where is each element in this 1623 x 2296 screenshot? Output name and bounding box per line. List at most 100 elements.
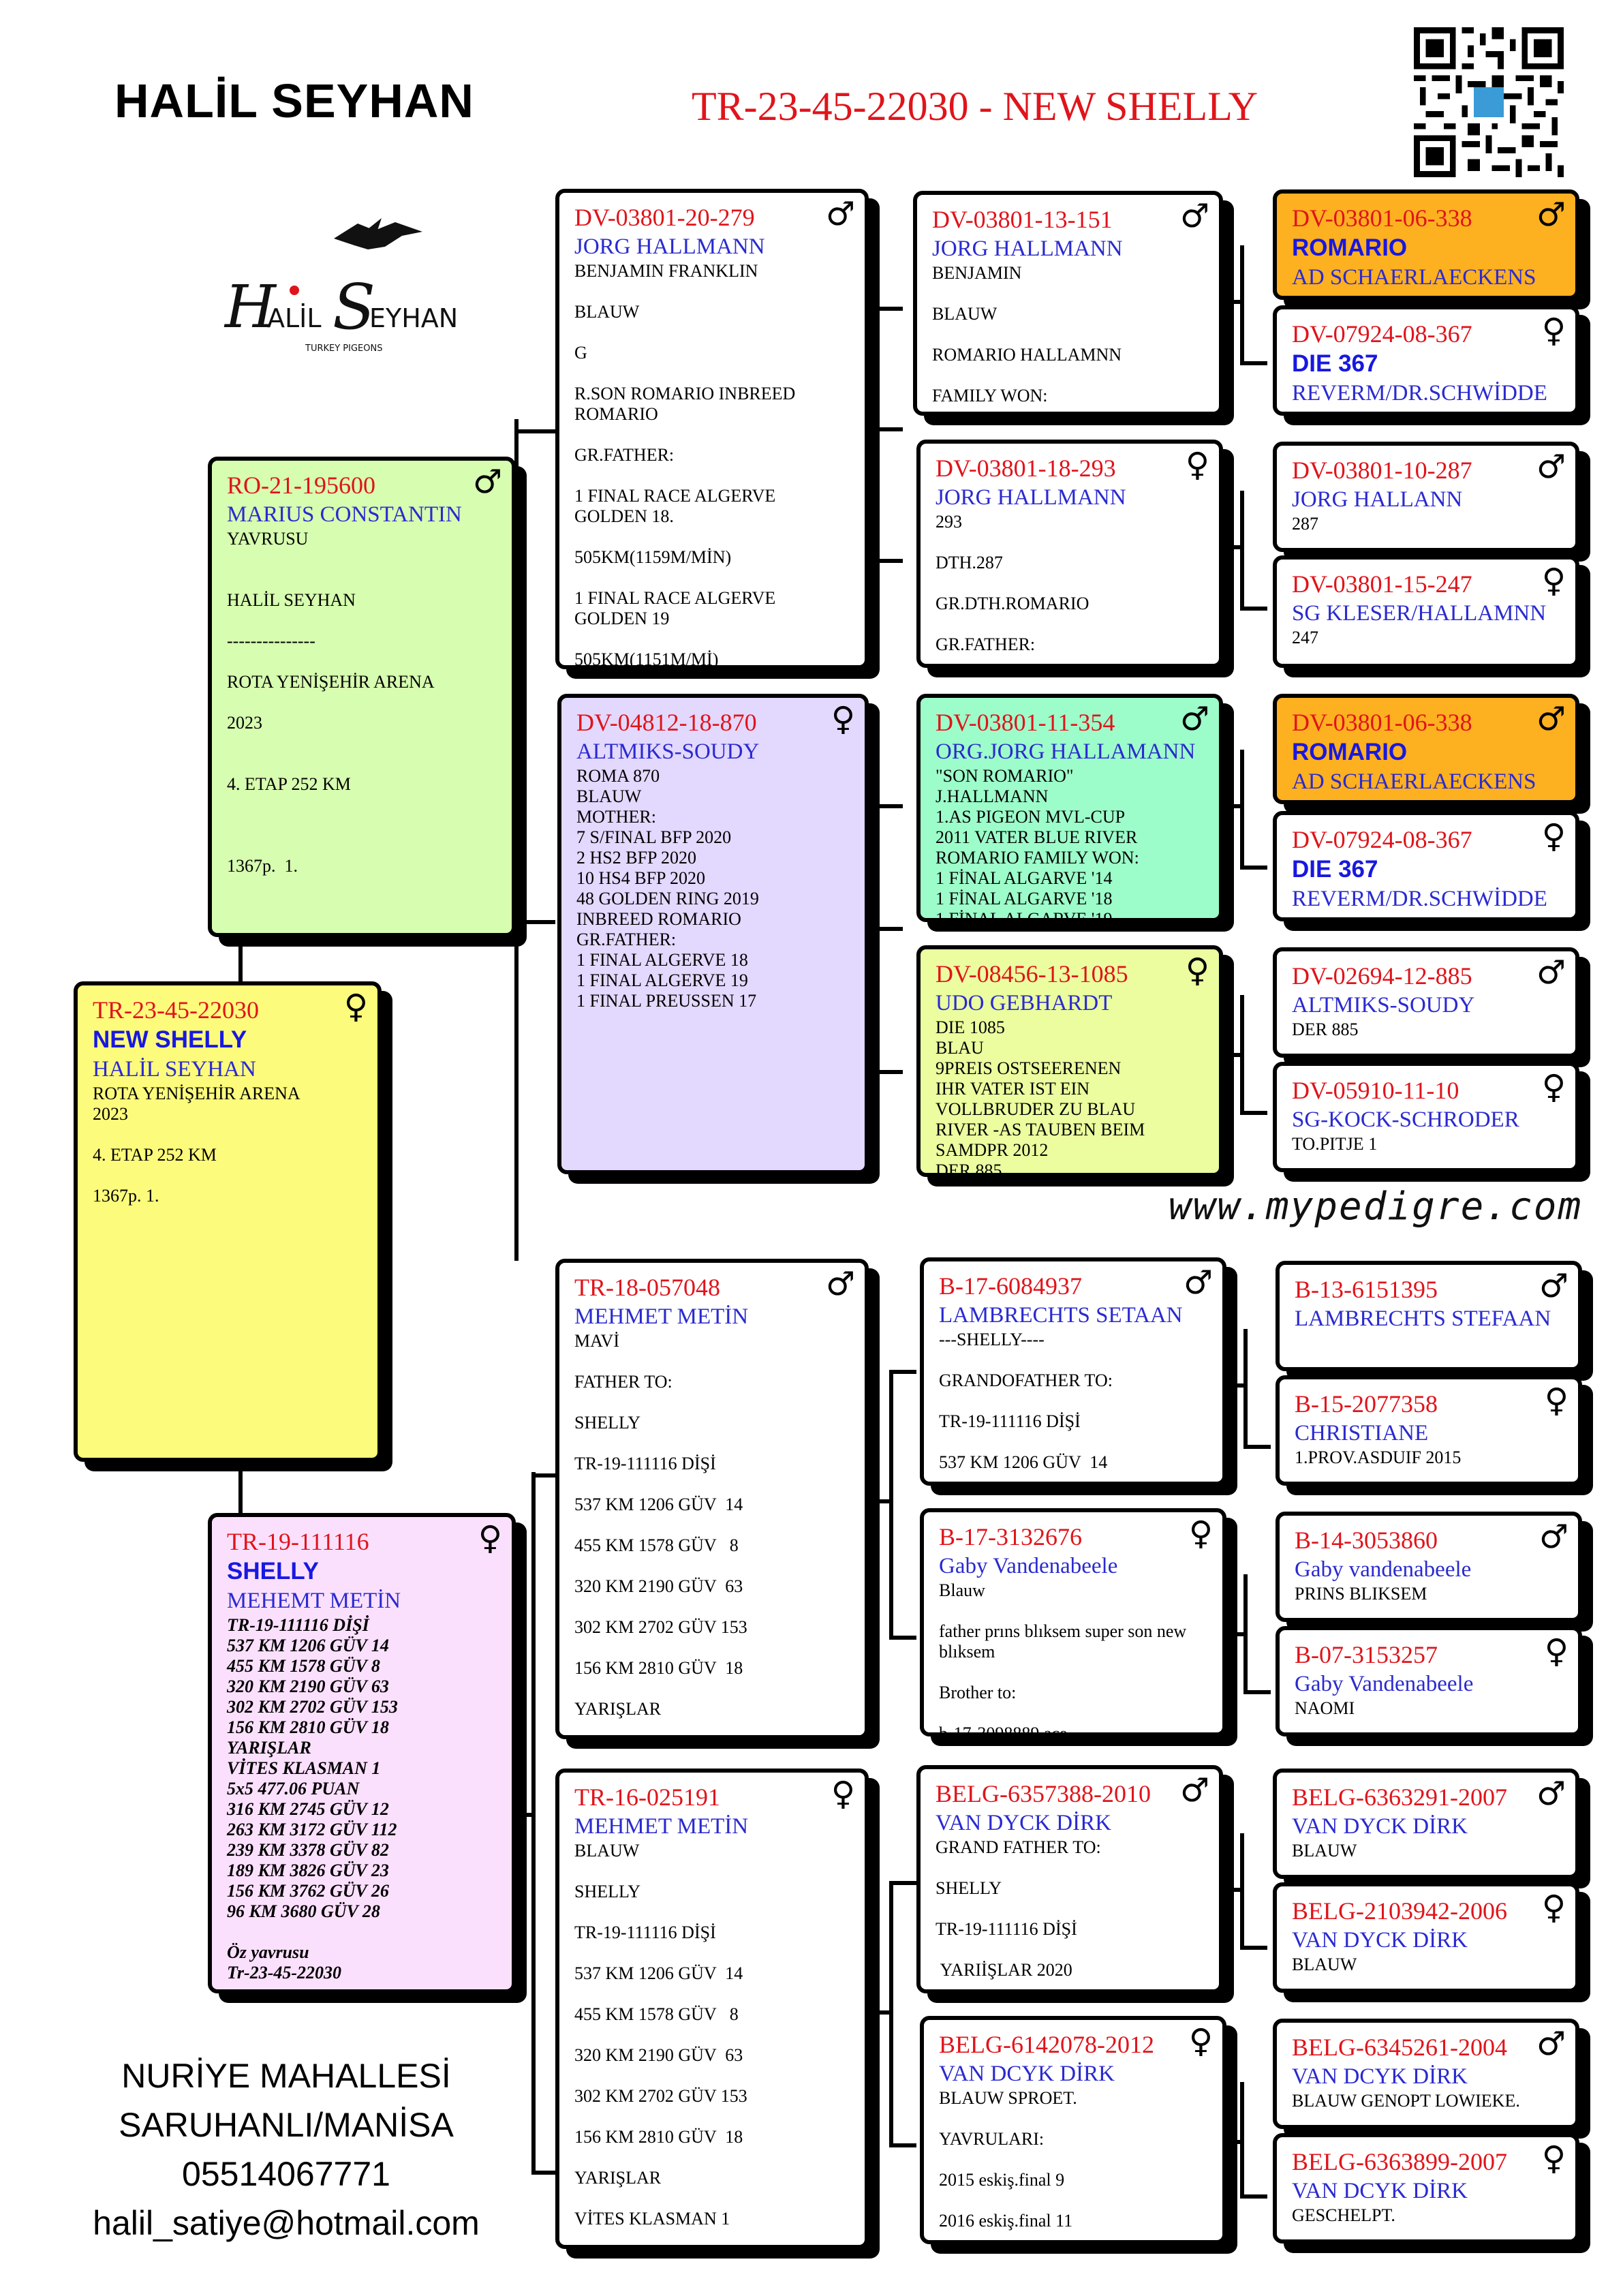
female-icon: ♀ bbox=[831, 1775, 855, 1813]
female-icon: ♀ bbox=[1541, 562, 1566, 600]
ancestor-card-7[interactable]: ♂ DV-02694-12-885 ALTMIKS-SOUDY DER 885 bbox=[1273, 947, 1579, 1058]
breeder-name: VAN DYCK DİRK bbox=[1292, 1814, 1468, 1839]
sire-card[interactable]: ♂ RO-21-195600 MARIUS CONSTANTIN YAVRUSU… bbox=[208, 457, 516, 937]
breeder-name: HALİL SEYHAN bbox=[93, 1057, 256, 1082]
ssd-card[interactable]: ♀ DV-03801-18-293 JORG HALLMANN 293 DTH.… bbox=[916, 440, 1223, 668]
breeder-name: JORG HALLMANN bbox=[932, 236, 1123, 261]
ring-number: TR-19-111116 bbox=[227, 1528, 369, 1555]
breeder-name: ORG.JORG HALLAMANN bbox=[936, 739, 1196, 764]
ring-number: B-13-6151395 bbox=[1295, 1276, 1438, 1303]
male-icon: ♂ bbox=[1536, 448, 1566, 486]
pigeon-name: SHELLY bbox=[227, 1558, 319, 1585]
subject-card[interactable]: ♀ TR-23-45-22030 NEW SHELLY HALİL SEYHAN… bbox=[74, 981, 382, 1462]
pigeon-info: BLAUW bbox=[1292, 1955, 1357, 1974]
ring-number: DV-04812-18-870 bbox=[576, 709, 757, 736]
ancestor-card-3[interactable]: ♂ DV-03801-10-287 JORG HALLANN 287 bbox=[1273, 442, 1579, 552]
breeder-name: MEHMET METİN bbox=[574, 1814, 749, 1839]
female-icon: ♀ bbox=[1541, 1068, 1566, 1106]
male-icon: ♂ bbox=[1536, 2025, 1566, 2063]
pigeon-info: BENJAMIN FRANKLIN BLAUW G R.SON ROMARIO … bbox=[574, 261, 796, 669]
pigeon-info: BENJAMIN BLAUW ROMARIO HALLAMNN FAMILY W… bbox=[932, 263, 1122, 405]
female-icon: ♀ bbox=[1544, 1632, 1568, 1670]
female-icon: ♀ bbox=[1541, 1888, 1566, 1927]
breeder-name: ALTMIKS-SOUDY bbox=[1292, 993, 1475, 1017]
breeder-name: Gaby Vandenabeele bbox=[1295, 1672, 1474, 1696]
female-icon: ♀ bbox=[1188, 2022, 1213, 2060]
dss-card[interactable]: ♂ B-17-6084937 LAMBRECHTS SETAAN ---SHEL… bbox=[920, 1257, 1226, 1486]
female-icon: ♀ bbox=[831, 700, 855, 738]
ring-number: TR-23-45-22030 bbox=[93, 996, 259, 1024]
dsd-card[interactable]: ♀ B-17-3132676 Gaby Vandenabeele Blauw f… bbox=[920, 1508, 1226, 1736]
breeder-name: AD SCHAERLAECKENS bbox=[1292, 769, 1536, 794]
ancestor-card-5[interactable]: ♂ DV-03801-06-338 ROMARIO AD SCHAERLAECK… bbox=[1273, 694, 1579, 804]
pigeon-name: ROMARIO bbox=[1292, 234, 1408, 261]
ancestor-card-15[interactable]: ♂ BELG-6345261-2004 VAN DCYK DİRK BLAUW … bbox=[1273, 2019, 1579, 2129]
male-icon: ♂ bbox=[1539, 1267, 1568, 1305]
dam-sire-card[interactable]: ♂ TR-18-057048 MEHMET METİN MAVİ FATHER … bbox=[555, 1259, 869, 1739]
email-address[interactable]: halil_satiye@hotmail.com bbox=[93, 2204, 480, 2242]
svg-text:ALİL: ALİL bbox=[267, 303, 322, 333]
pigeon-info: NAOMI bbox=[1295, 1698, 1355, 1718]
breeder-name: Gaby vandenabeele bbox=[1295, 1557, 1472, 1582]
ring-number: TR-16-025191 bbox=[574, 1784, 720, 1811]
dam-dam-card[interactable]: ♀ TR-16-025191 MEHMET METİN BLAUW SHELLY… bbox=[555, 1769, 869, 2249]
ring-number: BELG-6363291-2007 bbox=[1292, 1784, 1507, 1811]
pigeon-info: BLAUW SHELLY TR-19-111116 DİŞİ 537 KM 12… bbox=[574, 1841, 747, 2229]
pigeon-info: DER 885 bbox=[1292, 1020, 1359, 1039]
ring-number: DV-03801-06-338 bbox=[1292, 204, 1472, 232]
address-line-2: SARUHANLI/MANİSA bbox=[119, 2106, 454, 2144]
ancestor-card-6[interactable]: ♀ DV-07924-08-367 DIE 367 REVERM/DR.SCHW… bbox=[1273, 811, 1579, 921]
ring-number: DV-05910-11-10 bbox=[1292, 1077, 1459, 1104]
breeder-name: CHRISTIANE bbox=[1295, 1421, 1429, 1445]
breeder-name: AD SCHAERLAECKENS bbox=[1292, 265, 1536, 290]
sss-card[interactable]: ♂ DV-03801-13-151 JORG HALLMANN BENJAMIN… bbox=[913, 191, 1223, 416]
ring-number: BELG-2103942-2006 bbox=[1292, 1897, 1507, 1925]
ancestor-card-10[interactable]: ♀ B-15-2077358 CHRISTIANE 1.PROV.ASDUIF … bbox=[1276, 1375, 1582, 1486]
dam-card[interactable]: ♀ TR-19-111116 SHELLY MEHEMT METİN TR-19… bbox=[208, 1513, 516, 1993]
breeder-name: SG-KOCK-SCHRODER bbox=[1292, 1107, 1519, 1132]
ring-number: DV-03801-20-279 bbox=[574, 204, 755, 231]
male-icon: ♂ bbox=[1536, 700, 1566, 738]
ring-number: DV-03801-15-247 bbox=[1292, 570, 1472, 598]
sire-sire-card[interactable]: ♂ DV-03801-20-279 JORG HALLMANN BENJAMIN… bbox=[555, 189, 869, 669]
ancestor-card-16[interactable]: ♀ BELG-6363899-2007 VAN DCYK DİRK GESCHE… bbox=[1273, 2133, 1579, 2244]
ancestor-card-8[interactable]: ♀ DV-05910-11-10 SG-KOCK-SCHRODER TO.PIT… bbox=[1273, 1062, 1579, 1172]
pigeon-info: DIE 1085 BLAU 9PREIS OSTSEERENEN IHR VAT… bbox=[936, 1017, 1145, 1177]
ancestor-card-11[interactable]: ♂ B-14-3053860 Gaby vandenabeele PRINS B… bbox=[1276, 1512, 1582, 1622]
owner-name: HALİL SEYHAN bbox=[114, 74, 474, 127]
ancestor-card-4[interactable]: ♀ DV-03801-15-247 SG KLESER/HALLAMNN 247 bbox=[1273, 555, 1579, 668]
pigeon-name: NEW SHELLY bbox=[93, 1026, 247, 1053]
ancestor-card-12[interactable]: ♀ B-07-3153257 Gaby Vandenabeele NAOMI bbox=[1276, 1626, 1582, 1736]
male-icon: ♂ bbox=[1183, 1264, 1213, 1302]
dds-card[interactable]: ♂ BELG-6357388-2010 VAN DYCK DİRK GRAND … bbox=[916, 1765, 1223, 1993]
pigeon-info: TR-19-111116 DİŞİ 537 KM 1206 GÜV 14 455… bbox=[227, 1615, 398, 1983]
ring-number: DV-03801-13-151 bbox=[932, 206, 1113, 233]
pigeon-info: MAVİ FATHER TO: SHELLY TR-19-111116 DİŞİ… bbox=[574, 1331, 747, 1719]
ancestor-card-14[interactable]: ♀ BELG-2103942-2006 VAN DYCK DİRK BLAUW bbox=[1273, 1882, 1579, 1993]
ring-number: DV-08456-13-1085 bbox=[936, 960, 1128, 988]
pigeon-info: GESCHELPT. bbox=[1292, 2205, 1395, 2225]
ancestor-card-13[interactable]: ♂ BELG-6363291-2007 VAN DYCK DİRK BLAUW bbox=[1273, 1769, 1579, 1879]
breeder-name: SG KLESER/HALLAMNN bbox=[1292, 601, 1547, 626]
ring-number: DV-03801-06-338 bbox=[1292, 709, 1472, 736]
ancestor-card-1[interactable]: ♂ DV-03801-06-338 ROMARIO AD SCHAERLAECK… bbox=[1273, 189, 1579, 300]
pigeon-info: TO.PITJE 1 bbox=[1292, 1134, 1378, 1154]
pigeon-info: BLAUW bbox=[1292, 1841, 1357, 1861]
breeder-name: VAN DCYK DİRK bbox=[939, 2062, 1115, 2086]
ring-number: BELG-6142078-2012 bbox=[939, 2031, 1154, 2058]
breeder-name: JORG HALLMANN bbox=[574, 234, 765, 259]
pigeon-info: GRAND FATHER TO: SHELLY TR-19-111116 DİŞ… bbox=[936, 1837, 1101, 1980]
ancestor-card-9[interactable]: ♂ B-13-6151395 LAMBRECHTS STEFAAN bbox=[1276, 1261, 1582, 1371]
sds-card[interactable]: ♂ DV-03801-11-354 ORG.JORG HALLAMANN "SO… bbox=[916, 694, 1223, 922]
pigeon-info: PRINS BLIKSEM bbox=[1295, 1584, 1427, 1604]
pedigree-title: TR-23-45-22030 - NEW SHELLY bbox=[692, 84, 1258, 129]
ddd-card[interactable]: ♀ BELG-6142078-2012 VAN DCYK DİRK BLAUW … bbox=[920, 2016, 1226, 2244]
sire-dam-card[interactable]: ♀ DV-04812-18-870 ALTMIKS-SOUDY ROMA 870… bbox=[557, 694, 869, 1174]
ring-number: B-17-6084937 bbox=[939, 1272, 1082, 1300]
sdd-card[interactable]: ♀ DV-08456-13-1085 UDO GEBHARDT DIE 1085… bbox=[916, 945, 1223, 1177]
male-icon: ♂ bbox=[1536, 196, 1566, 234]
female-icon: ♀ bbox=[1185, 446, 1209, 484]
svg-text:TURKEY PIGEONS: TURKEY PIGEONS bbox=[305, 343, 382, 354]
breeder-name: MEHMET METİN bbox=[574, 1304, 749, 1329]
ancestor-card-2[interactable]: ♀ DV-07924-08-367 DIE 367 REVERM/DR.SCHW… bbox=[1273, 305, 1579, 416]
